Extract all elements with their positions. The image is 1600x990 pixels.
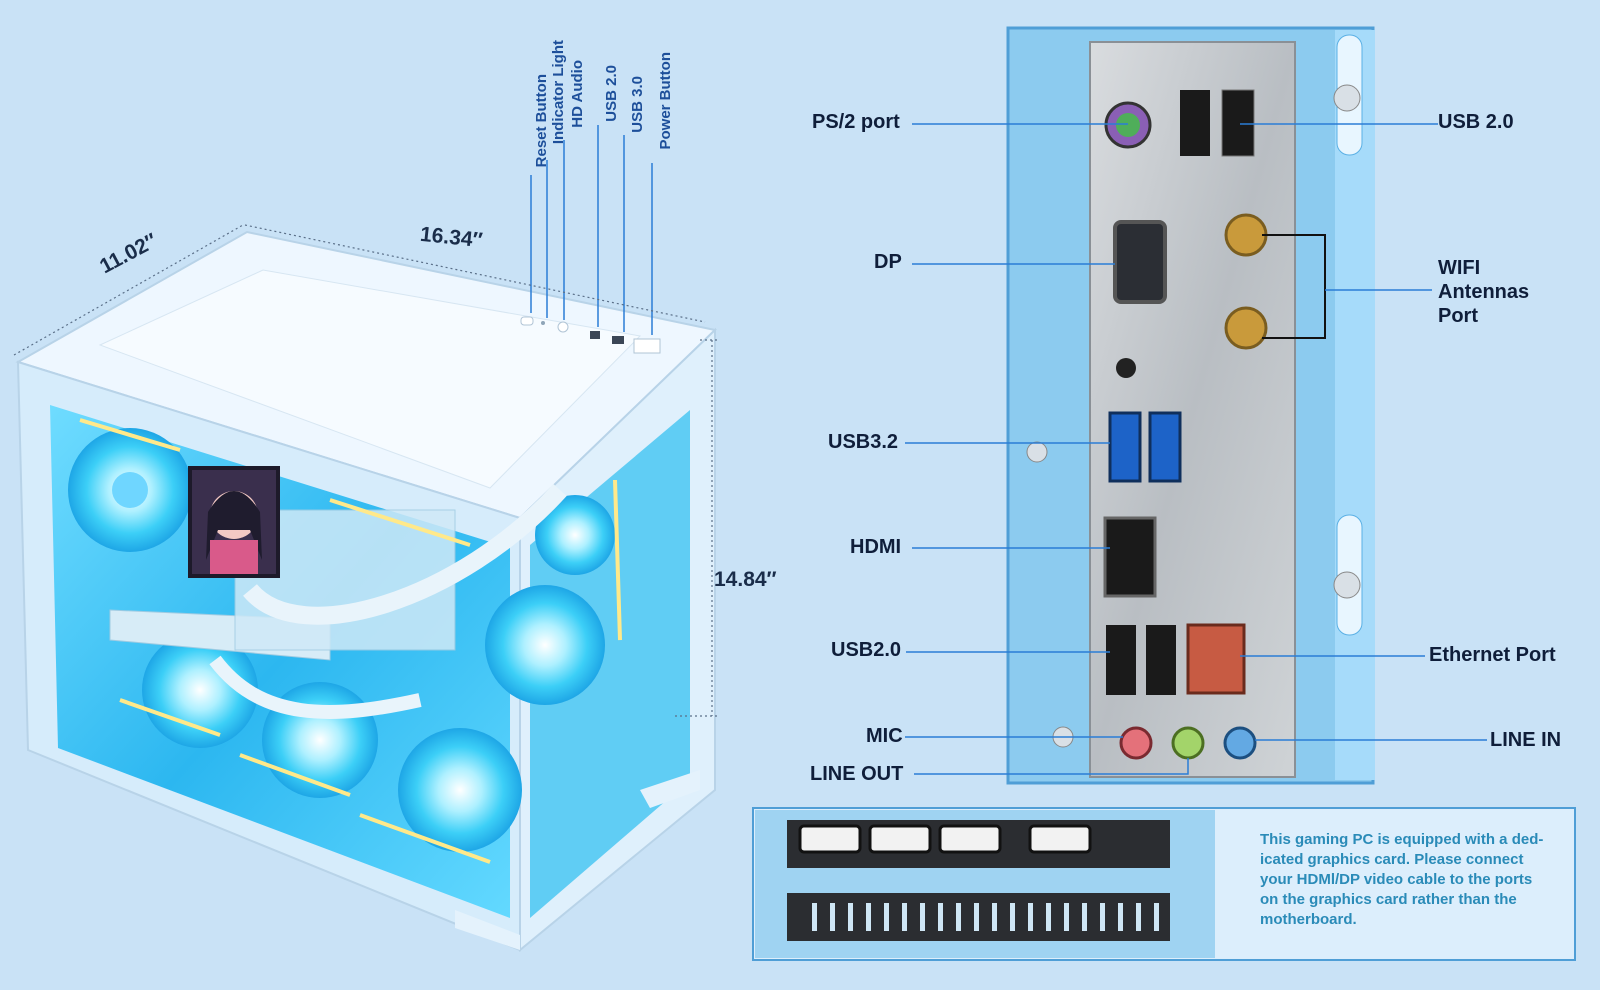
label-ethernet-port: Ethernet Port xyxy=(1429,644,1556,666)
indicator-light-shape xyxy=(541,321,545,325)
label-port: Port xyxy=(1438,305,1478,327)
label-hd-audio: HD Audio xyxy=(569,60,586,128)
gpu-note-line: your HDMl/DP video cable to the ports xyxy=(1260,871,1533,888)
dp-port-shape xyxy=(1113,220,1167,304)
fan xyxy=(535,495,615,575)
screw xyxy=(1333,84,1361,112)
usb20-lower-shape xyxy=(1106,625,1136,695)
label-power-button: Power Button xyxy=(657,52,674,150)
label-line-out: LINE OUT xyxy=(810,763,904,785)
label-usb20-front: USB 2.0 xyxy=(603,65,620,122)
label-antennas: Antennas xyxy=(1438,281,1530,303)
gpu-hdmi-port xyxy=(1028,824,1092,854)
io-callout-lines xyxy=(905,123,1487,775)
label-mic: MIC xyxy=(866,725,903,747)
lcd-character-body xyxy=(210,540,258,574)
gpu-dp-port xyxy=(868,824,932,854)
rgb-strip xyxy=(79,418,181,452)
mic-jack-shape xyxy=(1119,726,1153,760)
label-usb32: USB3.2 xyxy=(828,431,899,453)
gpu-vent-slots xyxy=(812,903,1159,931)
fan xyxy=(112,472,148,508)
hdmi-port-shape xyxy=(1103,516,1157,598)
usb20-top-shape xyxy=(1221,89,1255,157)
gpu-dp-port xyxy=(938,824,1002,854)
screw xyxy=(1333,571,1361,599)
usb20-lower-shape xyxy=(1146,625,1176,695)
label-line-in: LINE IN xyxy=(1490,729,1562,751)
cables xyxy=(209,655,422,719)
usb32-port-shape xyxy=(1108,411,1142,483)
hd-audio-port-shape xyxy=(557,321,569,333)
label-usb30-front: USB 3.0 xyxy=(629,76,646,133)
label-dp: DP xyxy=(874,251,902,273)
label-usb20-lower: USB2.0 xyxy=(831,639,902,661)
rgb-strip xyxy=(329,498,471,547)
case-foot xyxy=(640,770,700,808)
rgb-strip xyxy=(119,698,221,737)
gpu-note-line: This gaming PC is equipped with a ded- xyxy=(1260,831,1544,848)
fan xyxy=(485,585,605,705)
label-usb20-top: USB 2.0 xyxy=(1438,111,1514,133)
wifi-antenna-shape xyxy=(1224,213,1268,257)
usb30-port-shape xyxy=(612,336,624,344)
usb32-port-shape xyxy=(1148,411,1182,483)
lcd-character-hair xyxy=(206,491,262,560)
rgb-strip xyxy=(359,813,491,864)
gpu-dp-port xyxy=(798,824,862,854)
rgb-strip xyxy=(613,479,622,641)
label-reset-button: Reset Button xyxy=(533,74,550,168)
dimension-lines xyxy=(13,224,720,717)
screw xyxy=(1026,441,1048,463)
label-hdmi: HDMI xyxy=(850,536,902,558)
cables xyxy=(243,483,567,625)
gpu-note-line: icated graphics card. Please connect xyxy=(1260,851,1524,868)
io-shield-panel xyxy=(1006,26,1375,785)
flash-button-shape xyxy=(1116,358,1136,378)
gpu-panel xyxy=(752,807,1576,961)
gpu-note: This gaming PC is equipped with a ded- i… xyxy=(1260,830,1560,930)
gpu-note-line: on the graphics card rather than the xyxy=(1260,891,1517,908)
wifi-antenna-shape xyxy=(1224,306,1268,350)
power-button-shape xyxy=(633,338,661,354)
fan xyxy=(398,728,522,852)
label-ps2-port: PS/2 port xyxy=(812,111,900,133)
reset-button-shape xyxy=(520,316,534,326)
case-foot xyxy=(455,910,520,950)
rgb-strip xyxy=(239,753,351,797)
usb20-top-shape xyxy=(1180,90,1210,156)
label-wifi: WIFI xyxy=(1438,257,1481,279)
line-in-jack-shape xyxy=(1223,726,1257,760)
label-indicator-light: Indicator Light xyxy=(550,40,567,145)
pc-case xyxy=(15,125,718,953)
ethernet-port-shape xyxy=(1186,623,1246,695)
gpu-note-line: motherboard. xyxy=(1260,911,1357,928)
io-frame-rail xyxy=(1335,30,1375,780)
case-top-mesh xyxy=(98,269,642,489)
height-dimension-label: 14.84″ xyxy=(714,568,777,591)
line-out-jack-shape xyxy=(1171,726,1205,760)
usb20-port-shape xyxy=(590,331,600,339)
